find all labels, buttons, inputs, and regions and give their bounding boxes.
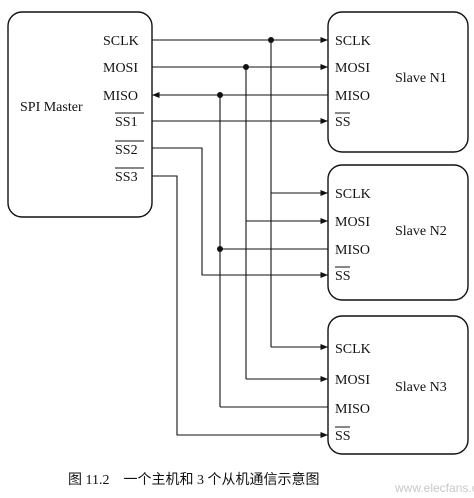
slave-n1-title: Slave N1 <box>395 71 447 86</box>
slave-n1-pin-ss: SS <box>335 115 351 130</box>
slave-n2-box <box>327 164 469 301</box>
slave-n2-pin-mosi: MOSI <box>335 215 370 230</box>
slave-n2-title: Slave N2 <box>395 224 447 239</box>
master-pin-ss2: SS2 <box>115 143 138 158</box>
slave-n3-box <box>327 315 469 455</box>
junction-miso-mid <box>217 246 223 252</box>
slave-n3-pin-sclk: SCLK <box>335 342 371 357</box>
slave-n2-pin-miso: MISO <box>335 243 370 258</box>
slave-n1-pin-sclk: SCLK <box>335 34 371 49</box>
master-pin-sclk: SCLK <box>103 34 139 49</box>
master-title: SPI Master <box>20 100 83 115</box>
slave-n3-pin-miso: MISO <box>335 402 370 417</box>
watermark-logo: www.elecfans.com <box>394 481 474 495</box>
slave-n3-pin-mosi: MOSI <box>335 373 370 388</box>
wire-ss2 <box>152 147 328 279</box>
figure-caption: 图 11.2 一个主机和 3 个从机通信示意图 <box>68 471 319 488</box>
slave-n2-pin-sclk: SCLK <box>335 187 371 202</box>
master-pin-miso: MISO <box>103 89 138 104</box>
slave-n3-pin-ss: SS <box>335 429 351 444</box>
master-pin-mosi: MOSI <box>103 61 138 76</box>
slave-n2-pin-ss: SS <box>335 269 351 284</box>
slave-n1-pin-mosi: MOSI <box>335 61 370 76</box>
junction-mosi <box>243 64 249 70</box>
slave-n1-pin-miso: MISO <box>335 89 370 104</box>
slave-n1-box <box>327 11 469 153</box>
master-pin-ss1: SS1 <box>115 115 138 130</box>
junction-miso-top <box>217 92 223 98</box>
slave-n3-title: Slave N3 <box>395 380 447 395</box>
junction-sclk <box>268 37 274 43</box>
master-pin-ss3: SS3 <box>115 170 138 185</box>
spi-master-box <box>7 11 153 218</box>
wire-ss3 <box>152 175 328 439</box>
